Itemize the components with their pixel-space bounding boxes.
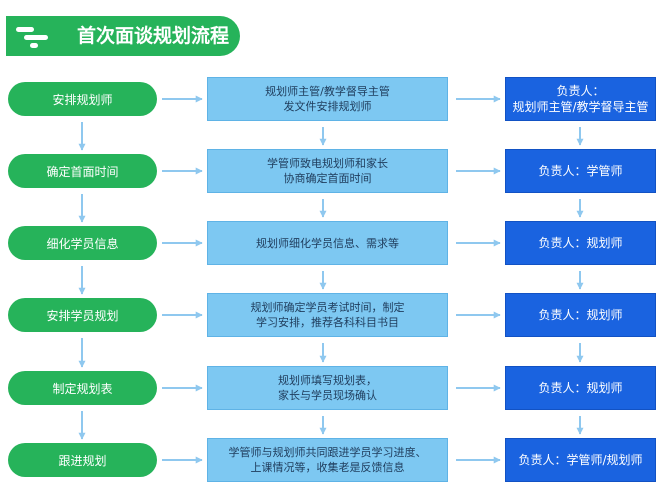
owner-box: 负责人：学管师/规划师 xyxy=(505,438,656,482)
step-label: 安排规划师 xyxy=(8,82,157,116)
description-line: 上课情况等，收集老是反馈信息 xyxy=(250,461,405,474)
description-line: 规划师确定学员考试时间，制定 xyxy=(250,301,405,314)
owner-line: 负责人：规划师 xyxy=(538,308,623,322)
logo-icon xyxy=(16,27,50,49)
step-description: 学管师与规划师共同跟进学员学习进度、上课情况等，收集老是反馈信息 xyxy=(207,438,448,482)
description-line: 规划师填写规划表， xyxy=(278,374,377,387)
description-line: 学管师与规划师共同跟进学员学习进度、 xyxy=(228,446,427,459)
owner-box: 负责人：规划师 xyxy=(505,366,656,410)
owner-line: 负责人：学管师 xyxy=(538,164,623,178)
owner-line: 负责人：学管师/规划师 xyxy=(518,453,643,467)
step-description: 规划师确定学员考试时间，制定学习安排，推荐各科科目书目 xyxy=(207,293,448,337)
description-line: 规划师主管/教学督导主管 xyxy=(265,85,390,98)
owner-line: 负责人：规划师 xyxy=(538,236,623,250)
step-label: 安排学员规划 xyxy=(8,298,157,332)
description-line: 发文件安排规划师 xyxy=(283,100,372,113)
description-line: 学习安排，推荐各科科目书目 xyxy=(256,316,399,329)
description-line: 规划师细化学员信息、需求等 xyxy=(256,236,399,250)
owner-box: 负责人：规划师 xyxy=(505,221,656,265)
owner-box: 负责人：规划师 xyxy=(505,293,656,337)
step-label: 确定首面时间 xyxy=(8,154,157,188)
step-label: 细化学员信息 xyxy=(8,226,157,260)
owner-box: 负责人：学管师 xyxy=(505,149,656,193)
title-banner: 首次面谈规划流程 xyxy=(6,16,240,56)
step-description: 规划师填写规划表， 家长与学员现场确认 xyxy=(207,366,448,410)
owner-box: 负责人： 规划师主管/教学督导主管 xyxy=(505,77,656,121)
step-description: 规划师细化学员信息、需求等 xyxy=(207,221,448,265)
step-label: 跟进规划 xyxy=(8,443,157,477)
description-line: 协商确定首面时间 xyxy=(283,172,372,185)
owner-line: 规划师主管/教学督导主管 xyxy=(512,100,649,114)
step-description: 规划师主管/教学督导主管发文件安排规划师 xyxy=(207,77,448,121)
step-label: 制定规划表 xyxy=(8,371,157,405)
owner-line: 负责人：规划师 xyxy=(538,381,623,395)
description-line: 学管师致电规划师和家长 xyxy=(267,157,388,170)
owner-line: 负责人： xyxy=(556,84,605,98)
step-description: 学管师致电规划师和家长协商确定首面时间 xyxy=(207,149,448,193)
page-title: 首次面谈规划流程 xyxy=(77,25,230,47)
description-line: 家长与学员现场确认 xyxy=(278,389,377,402)
